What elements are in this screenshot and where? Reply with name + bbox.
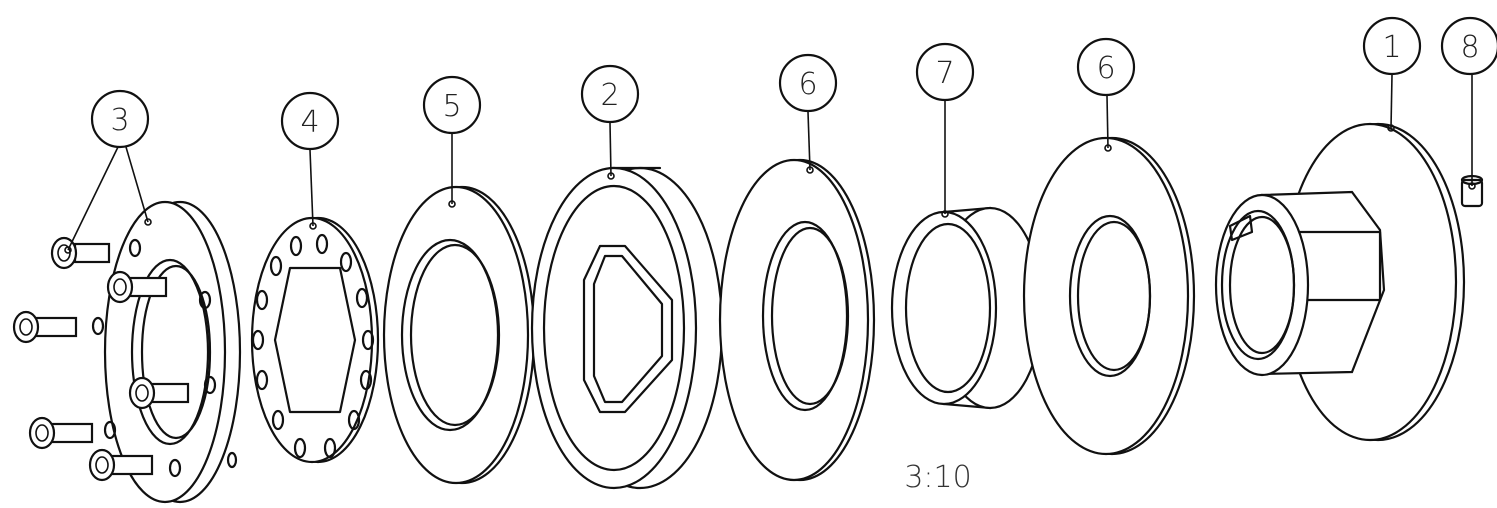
cap-screw <box>88 448 154 482</box>
balloon-7: 7 <box>915 42 975 102</box>
cap-screw <box>128 376 190 410</box>
balloon-6-first-label: 6 <box>798 67 817 102</box>
balloon-6-second: 6 <box>1076 37 1136 97</box>
cap-screw <box>12 310 78 344</box>
scale-label: 3:10 <box>904 460 971 495</box>
part-6-washer-a <box>718 158 876 482</box>
balloon-6-first: 6 <box>778 53 838 113</box>
balloon-5: 5 <box>422 75 482 135</box>
part-5-washer <box>382 185 536 485</box>
cap-screw <box>106 270 168 304</box>
balloon-1: 1 <box>1362 16 1422 76</box>
part-7-sleeve <box>890 206 1044 410</box>
balloon-3: 3 <box>90 89 150 149</box>
part-4-holed-ring <box>250 216 380 464</box>
balloon-2-label: 2 <box>600 78 619 113</box>
balloon-7-label: 7 <box>935 56 954 91</box>
part-2-disc <box>530 166 724 490</box>
balloon-2: 2 <box>580 64 640 124</box>
part-1-hub <box>1214 122 1466 442</box>
balloon-8: 8 <box>1440 16 1497 76</box>
balloon-6-second-label: 6 <box>1096 51 1115 86</box>
balloon-8-label: 8 <box>1460 30 1479 65</box>
cap-screw <box>28 416 94 450</box>
balloon-1-label: 1 <box>1382 30 1401 65</box>
part-6-washer-b <box>1022 136 1196 456</box>
balloon-4: 4 <box>280 91 340 151</box>
balloon-5-label: 5 <box>442 89 461 124</box>
cap-screw <box>50 236 111 270</box>
balloon-3-label: 3 <box>110 103 129 138</box>
balloon-4-label: 4 <box>300 105 319 140</box>
leader-lines <box>64 74 1476 254</box>
